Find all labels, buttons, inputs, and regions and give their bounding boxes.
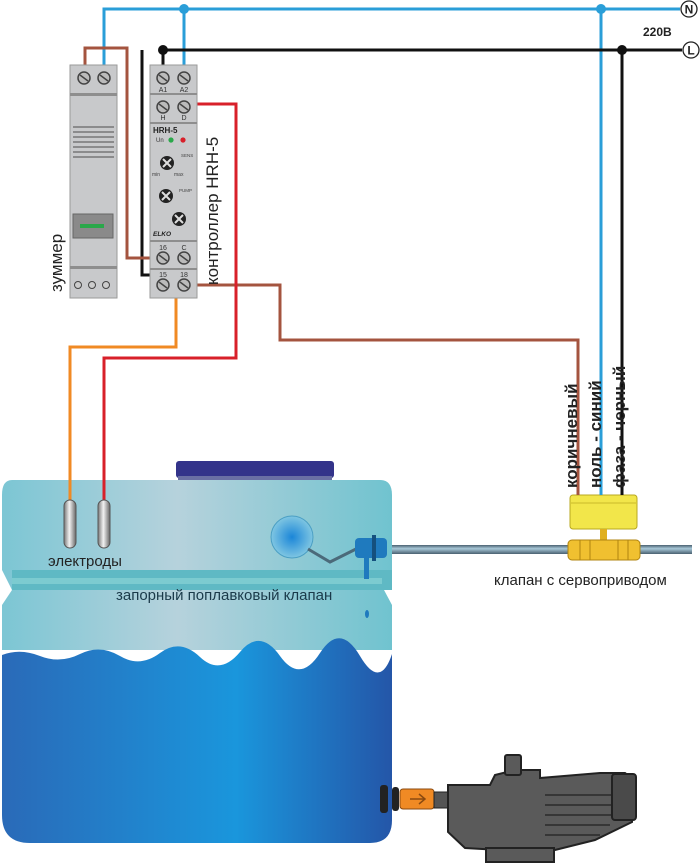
float-valve-body bbox=[355, 538, 387, 558]
sens-label: SENS bbox=[181, 153, 193, 158]
terminal-label: 15 bbox=[159, 272, 167, 279]
terminal-label: 18 bbox=[180, 272, 188, 279]
phase-label: L bbox=[687, 44, 694, 58]
float-valve-nut bbox=[372, 535, 376, 561]
terminal-h bbox=[156, 100, 170, 114]
terminal-d bbox=[177, 100, 191, 114]
neutral-wire bbox=[102, 7, 680, 495]
terminal-a1 bbox=[156, 71, 170, 85]
delay-knob[interactable] bbox=[172, 212, 186, 226]
buzzer-grille bbox=[73, 126, 114, 158]
sens-max-label: max bbox=[174, 172, 184, 178]
water-body bbox=[2, 638, 392, 843]
terminal-16 bbox=[156, 251, 170, 265]
buzzer-indicator bbox=[80, 224, 104, 228]
phase-junction bbox=[617, 45, 627, 55]
electrode-icon bbox=[63, 499, 77, 549]
servo-valve bbox=[567, 494, 641, 561]
neutral-junction bbox=[179, 4, 189, 14]
tank-groove-highlight bbox=[12, 578, 382, 584]
terminal-c bbox=[177, 251, 191, 265]
terminal-a2 bbox=[177, 71, 191, 85]
neutral-terminal-icon bbox=[680, 0, 698, 18]
terminal-label: 16 bbox=[159, 245, 167, 252]
flow-arrow-icon bbox=[410, 793, 427, 805]
water-tank bbox=[2, 461, 392, 843]
terminal-18 bbox=[177, 278, 191, 292]
buzzer-module bbox=[69, 64, 118, 299]
tank-lid-rim bbox=[178, 476, 332, 481]
float-valve-spout bbox=[364, 555, 369, 579]
servo-valve-label: клапан с сервоприводом bbox=[494, 572, 667, 589]
electrode-icon bbox=[97, 499, 111, 549]
float-ball-icon bbox=[270, 515, 314, 559]
terminal-label: C bbox=[181, 245, 186, 252]
brown-wire bbox=[83, 46, 580, 495]
wire-label-black: фаза - черный bbox=[610, 366, 629, 488]
terminal-label: A1 bbox=[159, 87, 168, 94]
wire-label-blue: ноль - синий bbox=[586, 380, 605, 488]
voltage-label: 220В bbox=[643, 25, 672, 39]
buzzer-label: зуммер bbox=[47, 234, 66, 292]
sens-min-label: min bbox=[152, 172, 160, 178]
neutral-label: N bbox=[685, 3, 694, 17]
phase-junction bbox=[158, 45, 168, 55]
indicator-label: Un bbox=[156, 138, 164, 144]
pump-icon bbox=[447, 769, 633, 851]
terminal-label: A2 bbox=[180, 87, 189, 94]
power-led-icon bbox=[168, 137, 174, 143]
brand-logo: ELKO bbox=[153, 231, 171, 238]
terminal-15 bbox=[156, 278, 170, 292]
controller-module: A1 A2 H D 16 C 15 18 HRH-5 Un SENS min m… bbox=[149, 64, 198, 299]
status-led-icon bbox=[180, 137, 186, 143]
pump-knob[interactable] bbox=[159, 189, 173, 203]
terminal-label: D bbox=[181, 115, 186, 122]
pump-label: PUMP bbox=[179, 188, 192, 193]
sens-knob[interactable] bbox=[160, 156, 174, 170]
ball-valve-body bbox=[567, 539, 641, 561]
inlet-pipe bbox=[392, 545, 692, 554]
float-valve-label: запорный поплавковый клапан bbox=[116, 587, 332, 604]
float-valve bbox=[270, 515, 387, 618]
float-arm bbox=[307, 546, 359, 564]
pump-assembly bbox=[380, 754, 637, 863]
wire-label-brown: коричневый bbox=[562, 383, 581, 488]
neutral-junction bbox=[596, 4, 606, 14]
controller-label: контроллер HRH-5 bbox=[203, 137, 222, 285]
electrodes-label: электроды bbox=[48, 553, 122, 570]
electrodes bbox=[63, 499, 111, 549]
water-drop-icon bbox=[365, 610, 369, 618]
servo-actuator bbox=[569, 494, 638, 530]
phase-terminal-icon bbox=[682, 41, 700, 59]
terminal-label: H bbox=[160, 115, 165, 122]
outlet-flange bbox=[380, 785, 388, 813]
controller-model: HRH-5 bbox=[153, 126, 178, 135]
tank-lid bbox=[176, 461, 334, 478]
